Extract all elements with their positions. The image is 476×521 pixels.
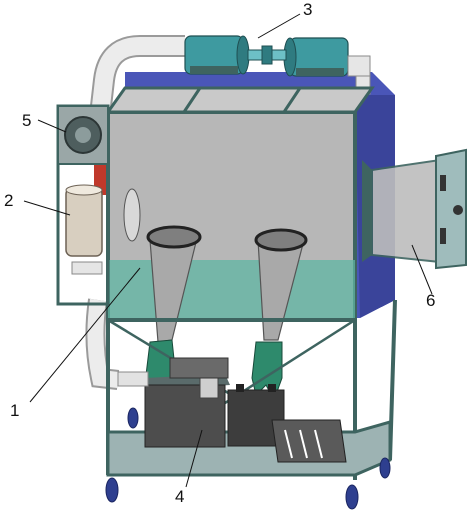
leader-1: [29, 267, 141, 403]
callout-6: 6: [426, 291, 435, 310]
leader-3: [257, 13, 301, 39]
caster-front-right: [345, 484, 359, 510]
leader-2: [23, 200, 71, 216]
callout-4: 4: [175, 487, 184, 506]
canister: [65, 187, 103, 257]
glove-ports: [145, 225, 308, 402]
glove-chamber: [105, 86, 375, 322]
transfer-chamber: [362, 148, 467, 270]
side-filter-unit: [56, 104, 110, 306]
chamber-top: [105, 86, 375, 114]
left-return-pipe: [85, 35, 185, 390]
blower-assembly: [184, 35, 371, 95]
callout-5: 5: [22, 111, 31, 130]
casters: [105, 407, 391, 510]
pump-unit: [117, 357, 347, 463]
tool-tray: [271, 419, 347, 463]
leader-6: [411, 244, 433, 295]
leader-5: [37, 119, 67, 133]
caster-back-left: [127, 407, 139, 429]
callout-1: 1: [10, 401, 19, 420]
left-port: [146, 225, 202, 249]
right-port: [254, 228, 308, 252]
caster-back-right: [379, 457, 391, 479]
callout-3: 3: [303, 0, 312, 19]
callout-labels: 1 2 3 4 5 6: [4, 0, 435, 506]
chamber-floor: [108, 260, 355, 320]
caster-front-left: [105, 477, 119, 503]
leader-4: [185, 429, 203, 488]
callout-leaders: [23, 13, 433, 488]
callout-2: 2: [4, 191, 13, 210]
